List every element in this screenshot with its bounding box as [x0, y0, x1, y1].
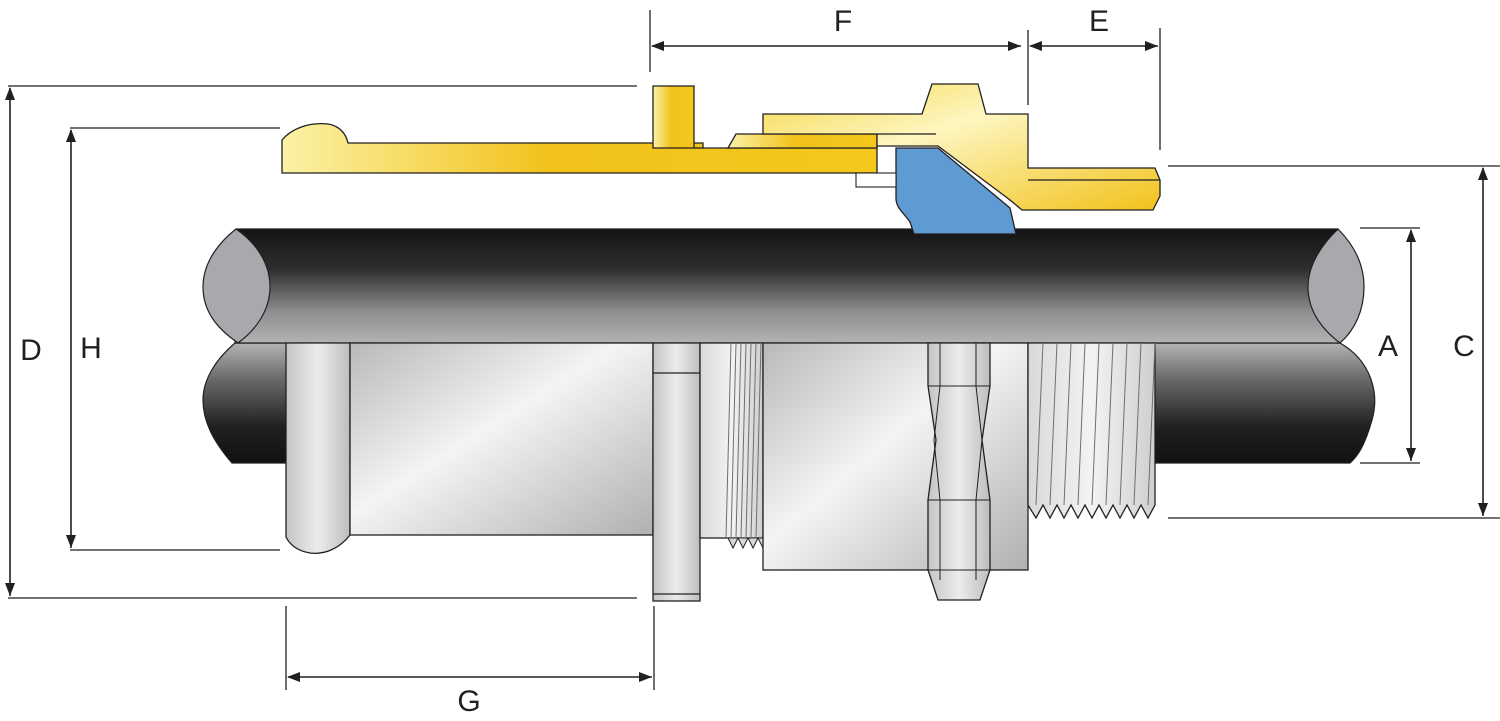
flange — [652, 342, 701, 602]
label-A: A — [1378, 330, 1398, 363]
cable-upper — [202, 228, 1365, 344]
brass-cap-nut — [762, 83, 1161, 211]
brass-clamp — [726, 133, 878, 149]
label-G: G — [457, 685, 480, 718]
entry-nut — [285, 342, 351, 554]
label-C: C — [1453, 330, 1475, 363]
label-E: E — [1089, 5, 1109, 38]
steel-body — [285, 342, 1156, 602]
brass-section — [281, 83, 1161, 235]
label-D: D — [20, 334, 42, 367]
extension-lines — [8, 10, 1500, 690]
thread-right — [1027, 342, 1156, 520]
brass-shoulder — [652, 85, 695, 149]
seal — [895, 147, 1017, 235]
cable-end-right — [1307, 228, 1365, 344]
cable-end-left — [202, 228, 271, 344]
label-F: F — [834, 5, 852, 38]
seal-gap — [855, 172, 897, 188]
dimension-lines — [5, 41, 1488, 682]
label-H: H — [80, 332, 102, 365]
brass-entry — [281, 122, 878, 174]
entry-body — [349, 342, 654, 536]
dimension-labels: F E D H A C G — [20, 5, 1475, 718]
